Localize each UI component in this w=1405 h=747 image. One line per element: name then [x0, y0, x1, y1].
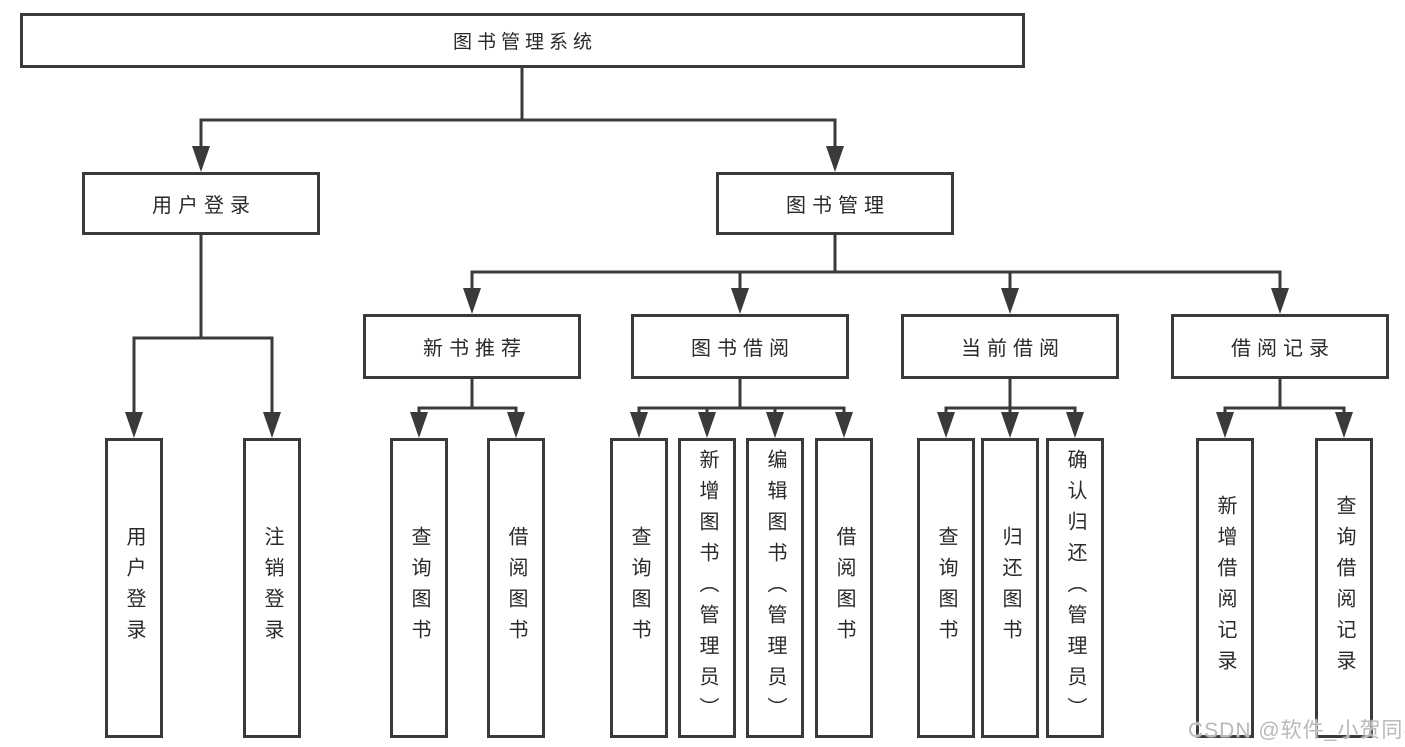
node-system-root-label: 图书管理系统 [452, 32, 597, 53]
leaf-user-login: 用户登录 [105, 438, 163, 738]
arrow-down-icon [937, 412, 955, 438]
arrow-down-icon [835, 412, 853, 438]
leaf-logout: 注销登录 [243, 438, 301, 738]
leaf-query-books-current: 查询图书 [917, 438, 975, 738]
arrow-down-icon [192, 146, 210, 172]
node-borrow-records: 借阅记录 [1171, 314, 1389, 379]
node-current-borrowing-label: 当前借阅 [961, 338, 1065, 360]
connector-book-borrowing [637, 375, 846, 418]
leaf-borrow-books-recommend: 借阅图书 [487, 438, 545, 738]
arrow-down-icon [630, 412, 648, 438]
node-book-management-label: 图书管理 [786, 195, 890, 217]
arrow-down-icon [410, 412, 428, 438]
connector-root [199, 64, 837, 152]
arrow-down-icon [507, 412, 525, 438]
arrow-down-icon [1216, 412, 1234, 438]
arrow-down-icon [125, 412, 143, 438]
arrow-down-icon [1001, 288, 1019, 314]
node-user-login: 用户登录 [82, 172, 320, 235]
leaf-borrow-books-borrowing: 借阅图书 [815, 438, 873, 738]
connector-book-management [470, 231, 1282, 294]
arrow-down-icon [263, 412, 281, 438]
leaf-add-borrow-record: 新增借阅记录 [1196, 438, 1254, 738]
node-current-borrowing: 当前借阅 [901, 314, 1119, 379]
arrow-down-icon [698, 412, 716, 438]
arrow-down-icon [1066, 412, 1084, 438]
leaf-add-book-admin: 新增图书（管理员） [678, 438, 736, 738]
arrow-down-icon [731, 288, 749, 314]
node-new-book-recommend-label: 新书推荐 [423, 338, 527, 360]
node-book-borrowing-label: 图书借阅 [691, 338, 795, 360]
leaf-query-books-borrowing: 查询图书 [610, 438, 668, 738]
leaf-confirm-return-admin: 确认归还（管理员） [1046, 438, 1104, 738]
connector-current-borrowing [944, 375, 1077, 418]
arrow-down-icon [1001, 412, 1019, 438]
watermark: CSDN @软件_小贺同学 [1188, 719, 1405, 742]
arrow-down-icon [826, 146, 844, 172]
leaf-edit-book-admin: 编辑图书（管理员） [746, 438, 804, 738]
node-system-root: 图书管理系统 [20, 13, 1025, 68]
leaf-query-borrow-record: 查询借阅记录 [1315, 438, 1373, 738]
node-book-borrowing: 图书借阅 [631, 314, 849, 379]
node-new-book-recommend: 新书推荐 [363, 314, 581, 379]
arrow-down-icon [463, 288, 481, 314]
arrow-down-icon [1271, 288, 1289, 314]
node-borrow-records-label: 借阅记录 [1231, 338, 1335, 360]
arrow-down-icon [1335, 412, 1353, 438]
arrow-down-icon [766, 412, 784, 438]
connector-user-login [132, 231, 274, 418]
arrowheads [125, 146, 1353, 438]
node-user-login-label: 用户登录 [152, 195, 256, 217]
connector-new-book-recommend [417, 375, 518, 418]
leaf-return-books: 归还图书 [981, 438, 1039, 738]
connector-borrow-records [1223, 375, 1346, 418]
node-book-management: 图书管理 [716, 172, 954, 235]
leaf-query-books-recommend: 查询图书 [390, 438, 448, 738]
